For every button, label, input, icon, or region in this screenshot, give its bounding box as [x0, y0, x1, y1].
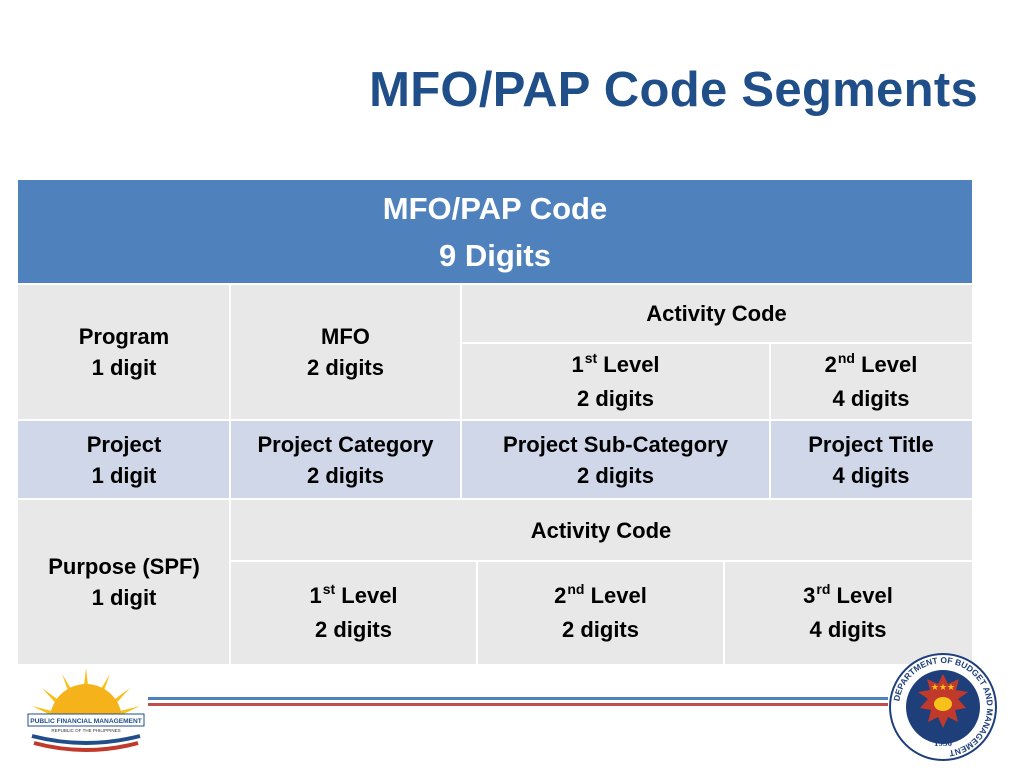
- cell-activity-level-2: 2nd Level 4 digits: [770, 343, 972, 420]
- svg-text:★★★: ★★★: [931, 683, 955, 693]
- column-divider: [476, 561, 478, 664]
- svg-text:PUBLIC FINANCIAL MANAGEMENT: PUBLIC FINANCIAL MANAGEMENT: [30, 718, 142, 725]
- cell-activity-level-1: 1st Level 2 digits: [461, 343, 770, 420]
- cell-activity-code-header: Activity Code: [230, 499, 972, 561]
- cell-digits: 4 digits: [832, 462, 910, 488]
- cell-activity-code-header: Activity Code: [461, 284, 972, 343]
- cell-label: 3rd Level: [803, 581, 893, 608]
- cell-purpose: Purpose (SPF) 1 digit: [18, 499, 230, 664]
- row-divider: [230, 560, 972, 562]
- column-divider: [769, 343, 771, 499]
- cell-label: Project Title: [808, 431, 934, 457]
- column-divider: [723, 561, 725, 664]
- sun-icon: [32, 668, 140, 720]
- emblem-icon: [934, 697, 952, 711]
- cell-label: Activity Code: [530, 517, 672, 543]
- pfm-logo: PUBLIC FINANCIAL MANAGEMENT REPUBLIC OF …: [27, 668, 145, 752]
- slide-title: MFO/PAP Code Segments: [369, 63, 978, 117]
- cell-label: Project: [86, 431, 162, 457]
- cell-project-sub-category: Project Sub-Category 2 digits: [461, 420, 770, 499]
- cell-digits: 4 digits: [832, 386, 910, 411]
- cell-digits: 1 digit: [91, 355, 157, 380]
- cell-label: 2nd Level: [554, 581, 647, 608]
- table-header: MFO/PAP Code 9 Digits: [18, 180, 972, 284]
- cell-label: 2nd Level: [824, 350, 918, 377]
- cell-digits: 1 digit: [91, 584, 157, 610]
- cell-activity-level-1: 1st Level 2 digits: [230, 561, 477, 664]
- cell-project: Project 1 digit: [18, 420, 230, 499]
- cell-digits: 2 digits: [561, 617, 639, 642]
- cell-digits: 2 digits: [576, 386, 654, 411]
- cell-digits: 1 digit: [91, 462, 157, 488]
- cell-mfo: MFO 2 digits: [230, 284, 461, 420]
- cell-project-category: Project Category 2 digits: [230, 420, 461, 499]
- column-divider: [460, 284, 462, 499]
- header-digits: 9 Digits: [439, 238, 551, 273]
- cell-activity-level-3: 3rd Level 4 digits: [724, 561, 972, 664]
- code-segments-table: MFO/PAP Code 9 Digits Program 1 digit MF…: [18, 180, 972, 664]
- cell-digits: 2 digits: [306, 462, 384, 488]
- cell-project-title: Project Title 4 digits: [770, 420, 972, 499]
- row-divider: [461, 342, 972, 344]
- header-title: MFO/PAP Code: [382, 191, 608, 226]
- cell-label: Purpose (SPF): [48, 553, 200, 579]
- cell-digits: 2 digits: [306, 355, 384, 380]
- footer-rule: [148, 697, 888, 706]
- svg-text:1936: 1936: [934, 738, 953, 748]
- cell-activity-level-2: 2nd Level 2 digits: [477, 561, 724, 664]
- cell-label: 1st Level: [309, 581, 398, 608]
- cell-label: Activity Code: [646, 301, 787, 326]
- cell-digits: 2 digits: [314, 617, 392, 642]
- cell-label: Program: [78, 324, 170, 349]
- stars-icon: ★★★: [931, 683, 955, 693]
- cell-digits: 2 digits: [576, 462, 654, 488]
- cell-program: Program 1 digit: [18, 284, 230, 420]
- row-divider: [18, 498, 972, 500]
- cell-digits: 4 digits: [809, 617, 887, 642]
- dbm-seal: DEPARTMENT OF BUDGET AND MANAGEMENT ★★★ …: [889, 653, 997, 761]
- row-divider: [18, 283, 972, 285]
- cell-label: Project Category: [257, 431, 434, 457]
- cell-label: MFO: [321, 324, 370, 349]
- cell-label: 1st Level: [571, 350, 660, 377]
- cell-label: Project Sub-Category: [503, 431, 728, 457]
- svg-text:REPUBLIC OF THE PHILIPPINES: REPUBLIC OF THE PHILIPPINES: [51, 728, 120, 733]
- row-divider: [18, 419, 972, 421]
- column-divider: [229, 284, 231, 664]
